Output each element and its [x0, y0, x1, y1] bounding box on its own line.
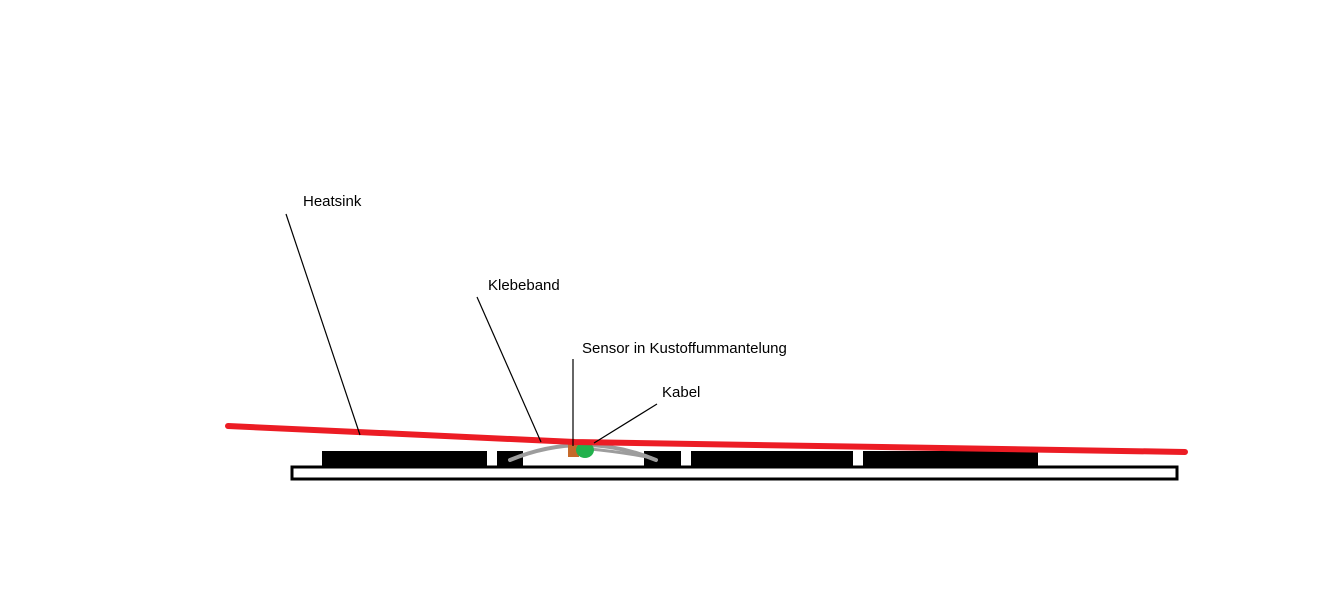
sensor-sleeve: [568, 444, 579, 457]
block-segment-3: [644, 451, 681, 466]
block-segment-4: [691, 451, 853, 466]
kabel-leader-line: [593, 403, 658, 444]
klebeband-leader-line: [476, 296, 542, 443]
heatsink-leader-line: [285, 213, 361, 436]
kabel-label: Kabel: [662, 384, 701, 401]
block-segment-5: [863, 451, 1038, 466]
block-segment-1: [322, 451, 487, 466]
base-plate: [290, 465, 1179, 481]
klebeband-label: Klebeband: [488, 277, 560, 294]
sensor-dot: [576, 442, 594, 458]
heatsink-line: [225, 423, 1188, 455]
sensor-label: Sensor in Kustoffummantelung: [582, 340, 787, 357]
heatsink-label: Heatsink: [303, 193, 362, 210]
